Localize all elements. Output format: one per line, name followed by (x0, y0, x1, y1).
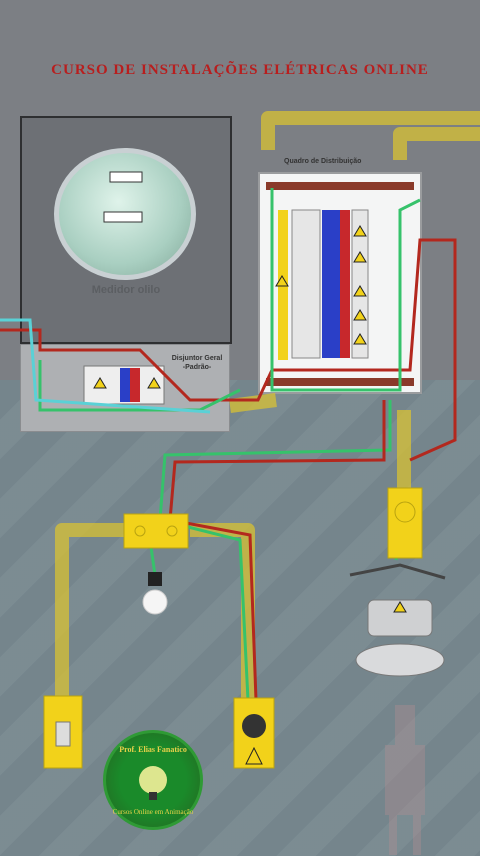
warning-icon (93, 377, 107, 389)
socket-box-icon (387, 487, 423, 559)
conduit-lamp-left (55, 523, 135, 700)
meter-counter (103, 211, 143, 223)
lamp-bulb-icon (142, 589, 168, 615)
main-breaker-label-line1: Disjuntor Geral (171, 355, 223, 362)
conduit-top (261, 111, 480, 150)
main-breaker-label: Disjuntor Geral -Padrão- (152, 354, 242, 372)
panel-breakers (291, 209, 369, 359)
main-breaker-red (130, 368, 140, 402)
meter-cabinet-lower (20, 344, 230, 432)
conduit-lamp-right (190, 523, 255, 700)
chair-silhouette-icon (385, 705, 425, 855)
logo-text-top: Prof. Elias Fanatico (119, 745, 187, 754)
warning-icon (147, 377, 161, 389)
panel-label: Quadro de Distribuição (284, 158, 362, 165)
wire-red-down (168, 400, 386, 701)
main-breaker-blue (120, 368, 130, 402)
wire-green-down (158, 400, 392, 701)
junction-box-icon (123, 513, 189, 549)
meter-display (109, 171, 143, 183)
logo-text-bottom: Cursos Online em Animação (112, 808, 194, 816)
panel-warning-icons (275, 225, 367, 345)
conduit-main (229, 393, 277, 413)
page-title: CURSO DE INSTALAÇÕES ELÉTRICAS ONLINE (51, 62, 429, 78)
meter-label: Medidor olilo (91, 284, 161, 296)
wire-green (38, 188, 421, 412)
lamp-socket (148, 572, 162, 586)
main-breaker-label-line2: -Padrão- (182, 364, 212, 371)
panel-busbar-top (266, 182, 414, 190)
wire-cyan (0, 318, 211, 414)
panel-busbar-bottom (266, 378, 414, 386)
wire-red (0, 238, 457, 462)
conduit-top-right (393, 127, 480, 160)
shower-device-icon (349, 563, 446, 677)
